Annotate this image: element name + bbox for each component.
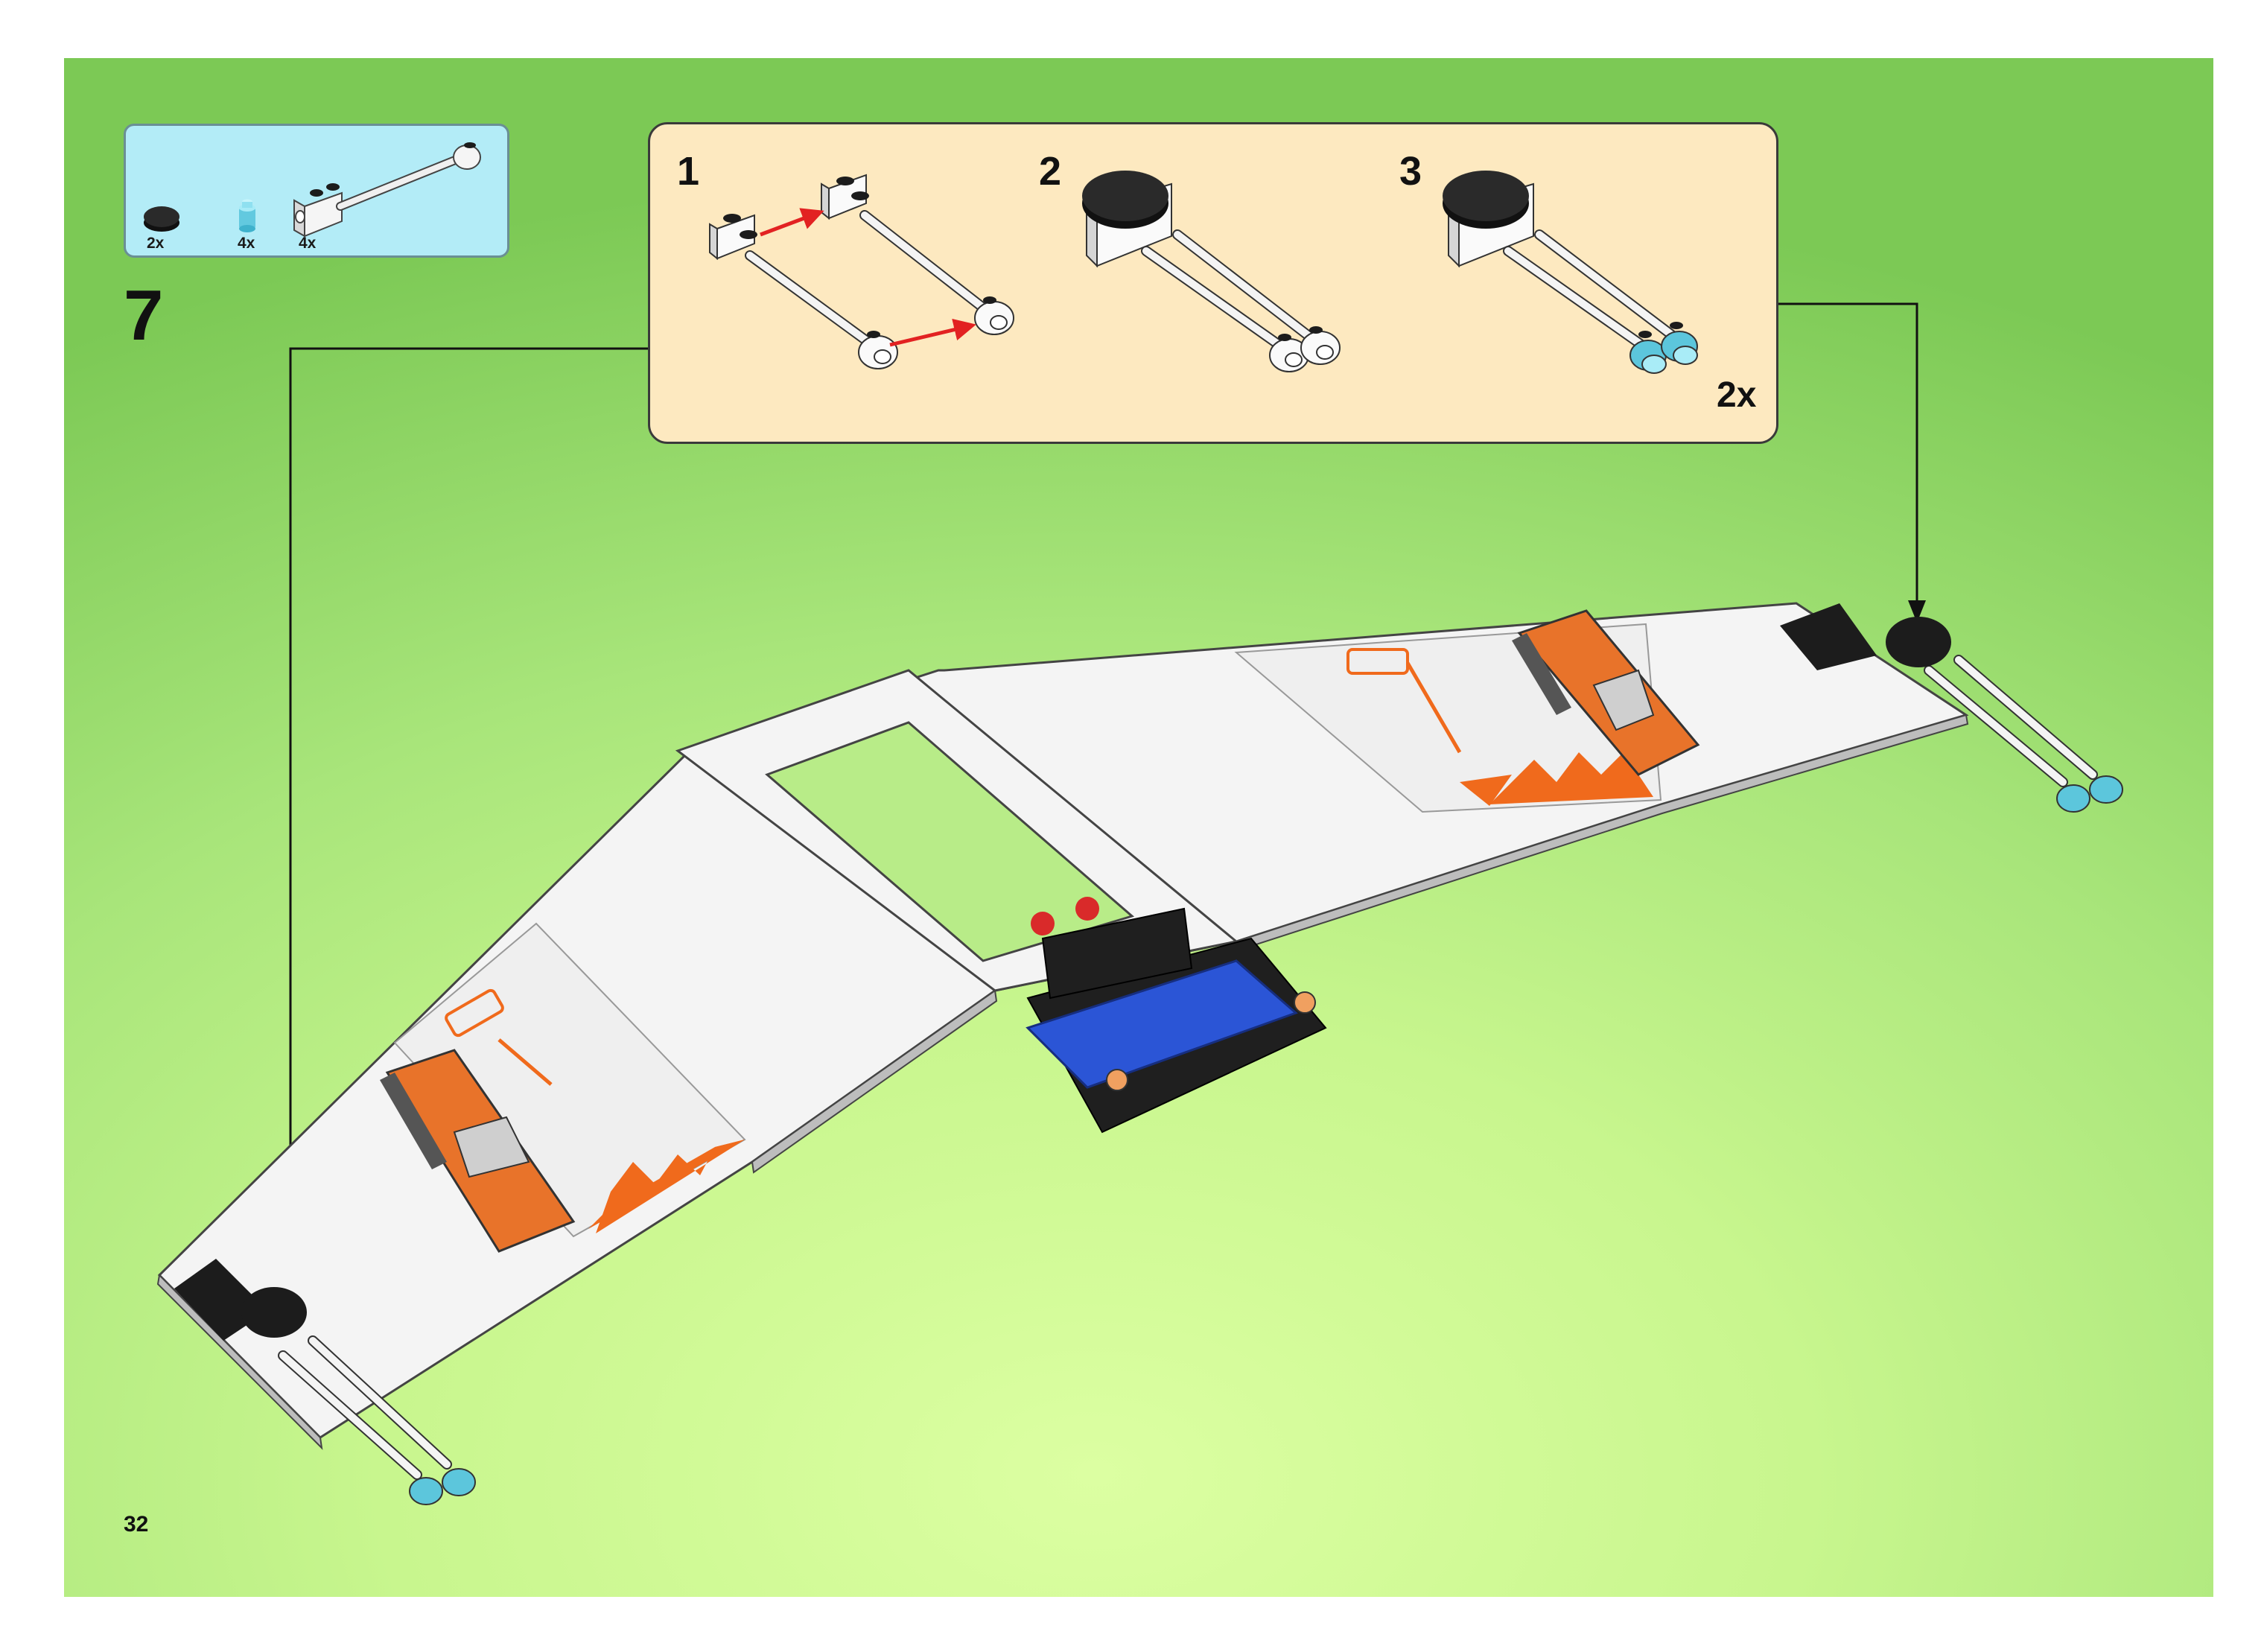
page-number: 32	[124, 1512, 148, 1537]
callout-leader-right	[1778, 304, 1917, 623]
